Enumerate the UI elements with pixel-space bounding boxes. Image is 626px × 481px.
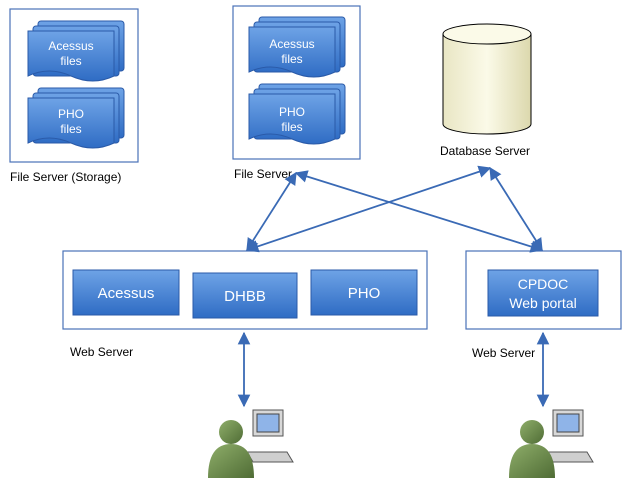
web-server-portal: CPDOC Web portal Web Server [465,250,622,360]
file-server-pho-line1: PHO [279,105,305,119]
storage-acessus-line2: files [60,54,81,68]
file-server-acessus-line2: files [281,52,302,66]
storage-pho-files-stack: PHO files [27,87,125,149]
file-server-pho-files-stack: PHO files [248,83,346,145]
database-cylinder-icon [442,34,532,135]
file-server-acessus-files-stack: Acessus files [248,16,346,78]
web-server-main: Acessus DHBB PHO Web Server [62,250,428,359]
file-server: Acessus files PHO files File Server [232,5,361,181]
database-server: Database Server [440,23,532,158]
user-computer-icon-left [208,409,294,478]
app-box-acessus: Acessus [72,269,180,316]
app-dhbb-label: DHBB [224,288,266,305]
app-acessus-label: Acessus [98,285,155,302]
arrow-fileserver-to-webserver [246,171,297,252]
app-box-cpdoc-portal: CPDOC Web portal [487,269,599,317]
arrow-fileserver-to-portal [294,170,544,253]
storage-pho-line1: PHO [58,107,84,121]
cpdoc-line2: Web portal [509,295,576,311]
storage-acessus-files-stack: Acessus files [27,20,125,82]
file-server-acessus-line1: Acessus [269,37,314,51]
web-server-portal-label: Web Server [472,346,535,360]
arrow-database-to-webserver [245,165,492,253]
storage-acessus-line1: Acessus [48,39,93,53]
storage-pho-line2: files [60,122,81,136]
app-pho-label: PHO [348,285,381,302]
file-server-label: File Server [234,167,292,181]
storage-server-label: File Server (Storage) [10,170,121,184]
cpdoc-line1: CPDOC [518,276,569,292]
arrow-database-to-portal [489,166,543,252]
app-box-pho: PHO [310,269,418,316]
app-box-dhbb: DHBB [192,272,298,319]
connections [237,165,550,408]
web-server-main-label: Web Server [70,345,133,359]
database-server-label: Database Server [440,144,530,158]
storage-file-server: Acessus files PHO files File Server (Sto… [9,8,139,184]
file-server-pho-line2: files [281,120,302,134]
user-computer-icon-right [509,409,594,478]
